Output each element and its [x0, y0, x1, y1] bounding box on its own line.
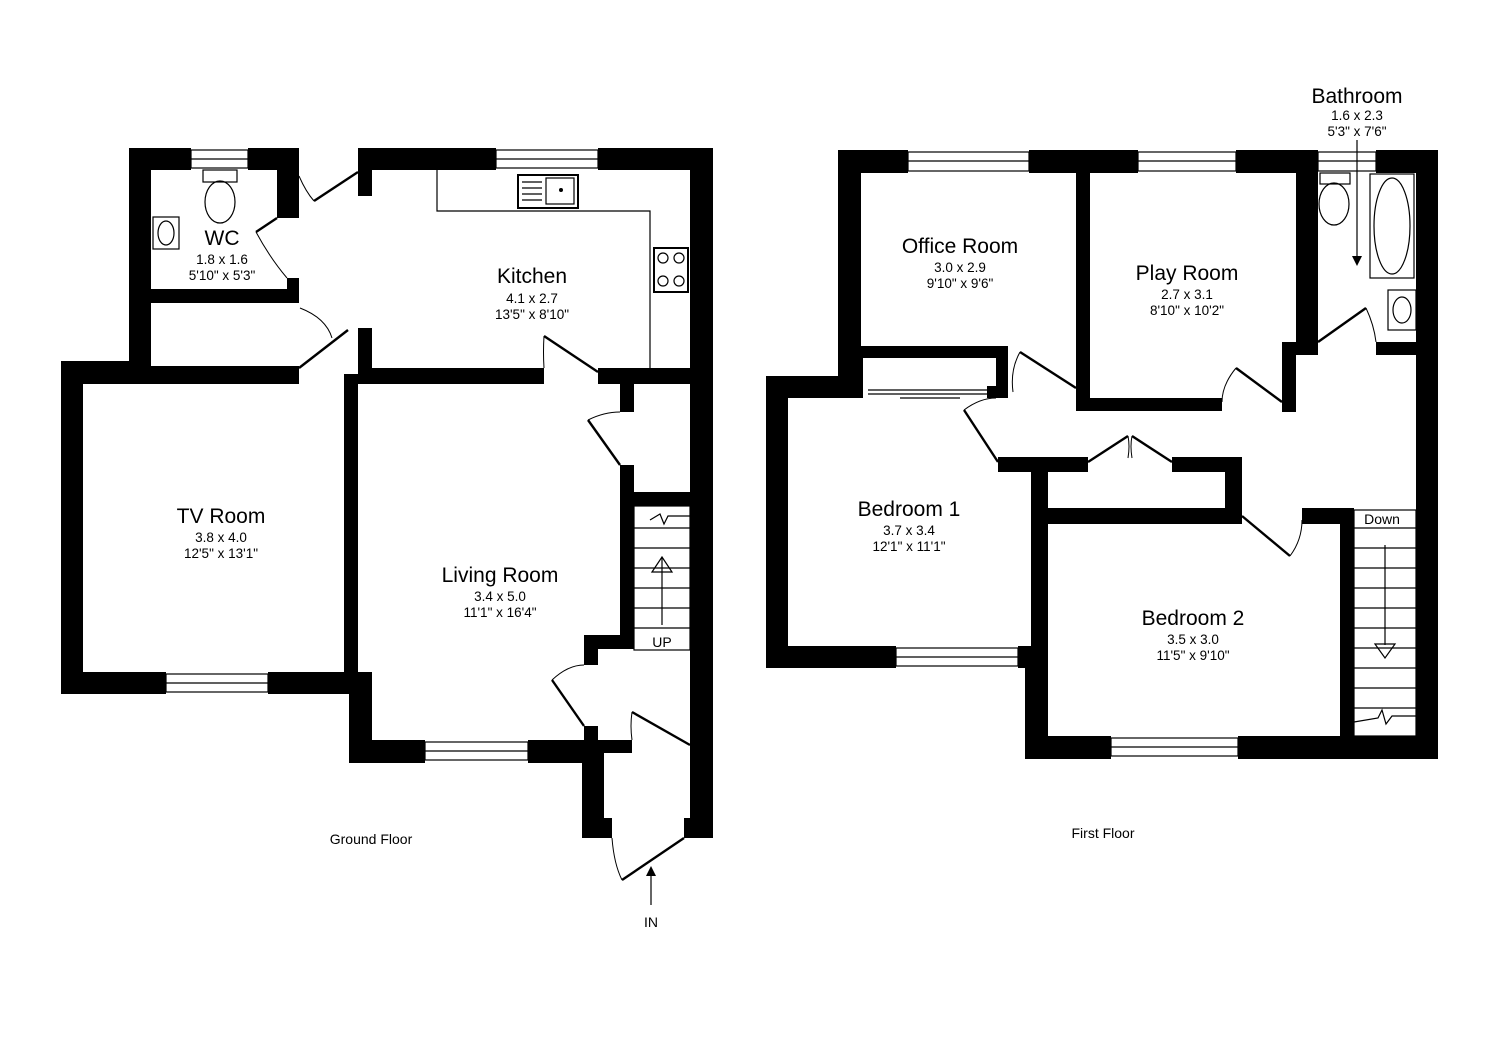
office-room-name: Office Room [902, 235, 1018, 258]
tv-room-imperial: 12'5" x 13'1" [184, 546, 258, 561]
first-floor-fixtures [1318, 140, 1417, 737]
tv-room-name: TV Room [177, 505, 266, 528]
kitchen-metric: 4.1 x 2.7 [506, 291, 558, 306]
wc-metric: 1.8 x 1.6 [196, 252, 248, 267]
wc-name: WC [205, 227, 240, 250]
bedroom-1-metric: 3.7 x 3.4 [883, 523, 935, 538]
ground-floor-labels: WC 1.8 x 1.6 5'10" x 5'3" Kitchen 4.1 x … [177, 227, 672, 930]
bathroom-name: Bathroom [1311, 85, 1402, 108]
stairs-up-label: UP [652, 634, 671, 650]
entrance-label: IN [644, 914, 658, 930]
bedroom-1-name: Bedroom 1 [858, 498, 961, 521]
kitchen-name: Kitchen [497, 265, 567, 288]
stairs-down-label: Down [1364, 511, 1400, 527]
living-room-name: Living Room [442, 564, 559, 587]
bedroom-2-imperial: 11'5" x 9'10" [1156, 648, 1229, 663]
bedroom-1-imperial: 12'1" x 11'1" [872, 539, 945, 554]
ground-floor-label: Ground Floor [330, 831, 413, 847]
bathroom-metric: 1.6 x 2.3 [1331, 108, 1383, 123]
tv-room-metric: 3.8 x 4.0 [195, 530, 247, 545]
ground-floor-walls [61, 148, 713, 838]
first-floor-doors [868, 307, 1377, 557]
play-room-name: Play Room [1136, 262, 1239, 285]
play-room-imperial: 8'10" x 10'2" [1150, 303, 1224, 318]
bedroom-2-metric: 3.5 x 3.0 [1167, 632, 1219, 647]
living-room-imperial: 11'1" x 16'4" [463, 605, 536, 620]
ground-floor-fixtures [152, 169, 691, 905]
first-floor-windows [895, 151, 1377, 757]
ground-floor-doors [255, 170, 691, 881]
office-room-imperial: 9'10" x 9'6" [927, 276, 994, 291]
play-room-metric: 2.7 x 3.1 [1161, 287, 1213, 302]
first-floor-label: First Floor [1072, 825, 1135, 841]
first-floor-walls [766, 150, 1438, 759]
bedroom-2-name: Bedroom 2 [1142, 607, 1245, 630]
living-room-metric: 3.4 x 5.0 [474, 589, 526, 604]
kitchen-imperial: 13'5" x 8'10" [495, 307, 569, 322]
wc-imperial: 5'10" x 5'3" [189, 268, 256, 283]
office-room-metric: 3.0 x 2.9 [934, 260, 986, 275]
bathroom-imperial: 5'3" x 7'6" [1327, 124, 1386, 139]
first-floor-labels: Bathroom 1.6 x 2.3 5'3" x 7'6" Office Ro… [858, 85, 1403, 841]
ground-floor-windows [165, 149, 599, 761]
